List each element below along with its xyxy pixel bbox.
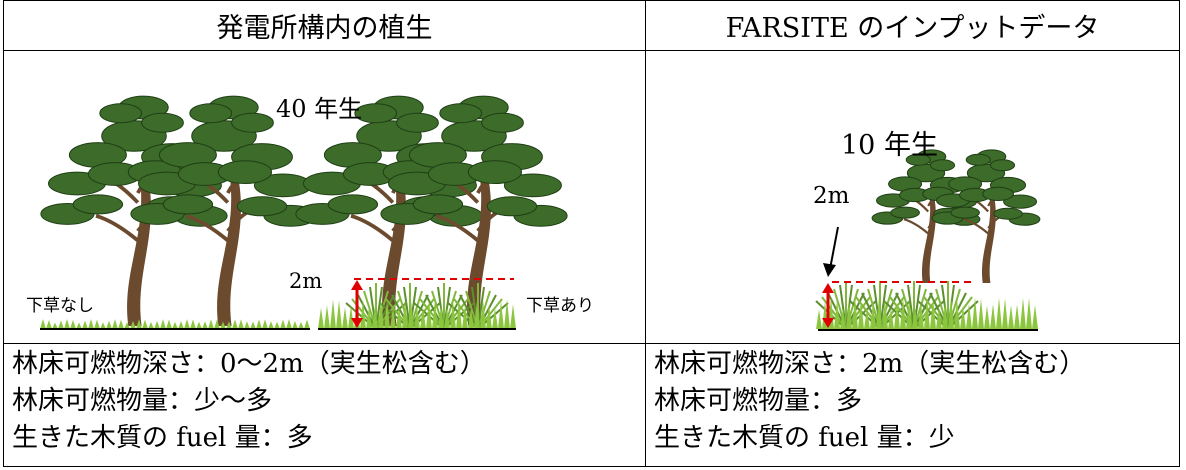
undergrowth-grass [318,299,516,329]
right-description: 林床可燃物深さ：2m（実生松含む） 林床可燃物量：多 生きた木質の fuel 量… [646,344,1180,467]
pointer-arrow-head [823,263,836,277]
height-arrow-right [822,283,834,328]
left-line-3: 生きた木質の fuel 量：多 [12,423,313,453]
pine-tree [931,149,1041,283]
undergrowth-grass-right [816,297,1038,329]
left-illustration: 40 年生 2m 下草なし 下草あり [4,51,646,344]
no-undergrowth-label: 下草なし [26,296,94,316]
comparison-table: 発電所構内の植生 FARSITE のインプットデータ 40 年生 2m 下草なし… [3,0,1180,467]
right-line-2: 林床可燃物量：多 [654,386,863,416]
pointer-arrow-line [829,226,839,270]
left-line-1: 林床可燃物深さ：0～2m（実生松含む） [12,349,486,379]
height-label-right: 2m [813,183,850,209]
right-line-3: 生きた木質の fuel 量：少 [654,423,955,453]
age-label-left: 40 年生 [276,95,363,123]
with-undergrowth-label: 下草あり [526,296,594,316]
header-right-text: FARSITE のインプットデータ [725,13,1100,44]
vegetation-illustration-left [40,95,568,330]
left-description: 林床可燃物深さ：0～2m（実生松含む） 林床可燃物量：少～多 生きた木質の fu… [4,344,646,467]
left-line-2: 林床可燃物量：少～多 [12,386,273,416]
header-left: 発電所構内の植生 [4,1,646,51]
right-line-1: 林床可燃物深さ：2m（実生松含む） [654,349,1086,379]
grass-strip-left [40,319,310,329]
right-illustration: 10 年生 2m [646,51,1180,344]
height-label-left: 2m [289,269,323,293]
header-right: FARSITE のインプットデータ [646,1,1180,51]
pine-tree [380,95,568,326]
header-left-text: 発電所構内の植生 [216,13,433,44]
vegetation-illustration-right [815,149,1041,331]
age-label-right: 10 年生 [841,130,938,161]
height-arrow-left [351,280,363,328]
